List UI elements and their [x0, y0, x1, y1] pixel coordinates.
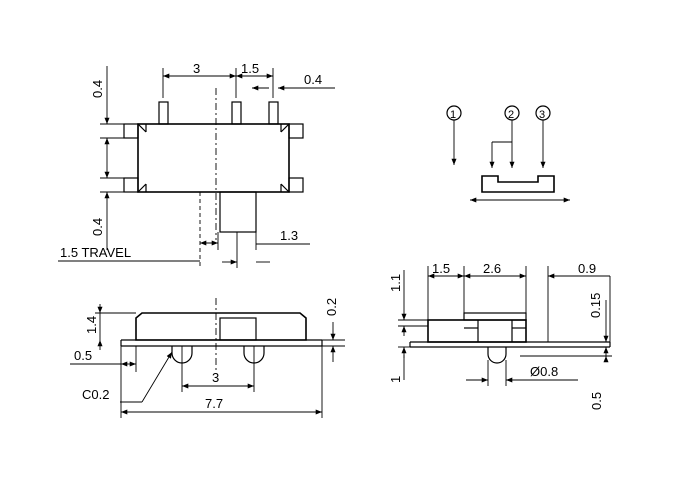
actuator-front	[219, 317, 257, 341]
dim-1-5-top: 1.5	[241, 61, 259, 76]
dim-0-5-front: 0.5	[74, 348, 92, 363]
mount-tab-br	[288, 177, 304, 193]
dim-1-1: 1.1	[388, 274, 403, 292]
front-view: 1.4 0.2 0.5 3 C0.2 7.7	[70, 298, 345, 418]
mount-tab-tr	[288, 123, 304, 139]
switch-body-side	[427, 319, 527, 343]
contact-slider	[481, 175, 555, 193]
dim-0-15: 0.15	[588, 293, 603, 318]
dim-7-7: 7.7	[205, 396, 223, 411]
dim-1-3: 1.3	[280, 228, 298, 243]
pin-1-label: 1	[450, 109, 456, 121]
dim-0-4-right: 0.4	[304, 72, 322, 87]
pin-3-label: 3	[539, 109, 545, 121]
dim-2-6: 2.6	[483, 261, 501, 276]
switch-body-front	[135, 312, 307, 341]
dim-1-4: 1.4	[84, 316, 99, 334]
pin-1-top	[158, 101, 169, 125]
pin-side	[487, 347, 507, 364]
dim-0-5-side: 0.5	[589, 392, 604, 410]
dim-1-5-side: 1.5	[432, 261, 450, 276]
pin-2-top	[231, 101, 242, 125]
dim-0-4-upper: 0.4	[90, 80, 105, 98]
pin-3-top	[268, 101, 279, 125]
actuator-side	[463, 312, 527, 321]
top-view: 3 1.5 0.4 0.4 0.4 1.5 TRAVEL 1.3	[58, 61, 335, 268]
chamfer-label: C0.2	[82, 387, 109, 402]
travel-label: 1.5 TRAVEL	[60, 245, 131, 260]
dim-3-front: 3	[212, 370, 219, 385]
actuator-top	[219, 191, 257, 233]
dim-0-9: 0.9	[578, 261, 596, 276]
dim-1: 1	[388, 376, 403, 383]
dim-3-top: 3	[193, 61, 200, 76]
side-view: 1.5 2.6 0.9 1.1 1 0.15 Ø0.8 0.5	[388, 261, 612, 410]
dim-0-2: 0.2	[324, 298, 339, 316]
pin-2-label: 2	[508, 109, 514, 121]
dia-0-8: Ø0.8	[530, 364, 558, 379]
mount-tab-bl	[123, 177, 139, 193]
mount-tab-tl	[123, 123, 139, 139]
switch-body-top	[137, 123, 290, 193]
dim-0-4-lower: 0.4	[90, 218, 105, 236]
circuit-schematic: 1 2 3	[446, 105, 570, 203]
